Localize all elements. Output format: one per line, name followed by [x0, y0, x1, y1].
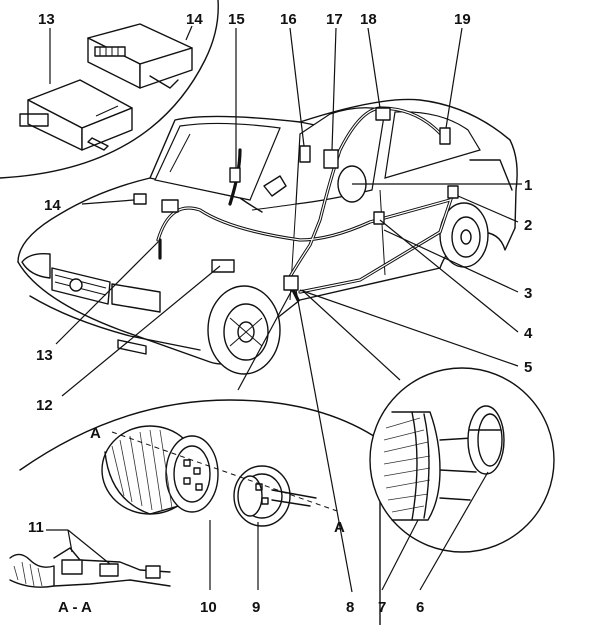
- connector-18: [375, 107, 391, 121]
- control-unit-14-drawing: [87, 23, 193, 89]
- connector-16: [299, 145, 311, 163]
- callout-16: 16: [280, 11, 297, 28]
- connector-detail-circle: [9, 399, 381, 625]
- grommet-detail-circle: [369, 367, 555, 553]
- callout-11: 11: [28, 519, 44, 536]
- callout-12: 12: [36, 397, 53, 414]
- connector-4: [373, 211, 385, 225]
- control-unit-13-drawing: [19, 79, 133, 151]
- callout-8: 8: [346, 599, 354, 616]
- connector-15: [229, 167, 241, 183]
- leader-lines: [46, 25, 522, 593]
- callout-13: 13: [36, 347, 53, 364]
- callout-3: 3: [524, 285, 532, 302]
- section-mark-a-upper: A: [90, 425, 101, 442]
- section-mark-a-lower: A: [334, 519, 345, 536]
- callout-labels: 13 14 15 16 17 18 19 1 2 3 4 5 14 13 12 …: [28, 11, 533, 616]
- section-label-a-a: A - A: [58, 599, 92, 616]
- front-wheel: [207, 285, 281, 375]
- grommet-6-drawing: [467, 405, 505, 475]
- callout-19: 19: [454, 11, 471, 28]
- connector-9-drawing: [233, 465, 317, 527]
- callout-6: 6: [416, 599, 424, 616]
- unit-13-mounted: [161, 199, 179, 213]
- callout-9: 9: [252, 599, 260, 616]
- callout-14-inset: 14: [186, 11, 203, 28]
- control-units-inset: [0, 0, 219, 179]
- connector-19: [439, 127, 451, 145]
- callout-2: 2: [524, 217, 532, 234]
- callout-4: 4: [524, 325, 533, 342]
- unit-14-mounted: [133, 193, 147, 205]
- callout-18: 18: [360, 11, 377, 28]
- connector-8: [283, 275, 299, 291]
- section-a-a-drawing: [9, 547, 171, 588]
- connector-17: [323, 149, 339, 169]
- callout-10: 10: [200, 599, 217, 616]
- callout-13-inset: 13: [38, 11, 55, 28]
- callout-14: 14: [44, 197, 61, 214]
- connector-2: [447, 185, 459, 199]
- callout-7: 7: [378, 599, 386, 616]
- callout-17: 17: [326, 11, 343, 28]
- callout-1: 1: [524, 177, 532, 194]
- wiring-harness: [133, 106, 459, 302]
- connector-10-drawing: [101, 425, 219, 515]
- callout-15: 15: [228, 11, 245, 28]
- harness-box: [211, 259, 235, 273]
- callout-5: 5: [524, 359, 532, 376]
